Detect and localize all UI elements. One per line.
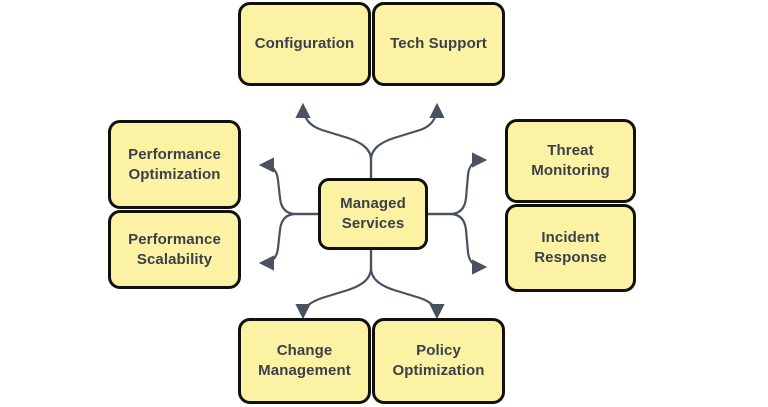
node-incident-response[interactable]: Incident Response xyxy=(505,204,636,292)
node-threat-monitoring[interactable]: Threat Monitoring xyxy=(505,119,636,203)
connector-to-performance-scalability xyxy=(258,212,318,271)
node-label-change-management: Change Management xyxy=(258,342,351,379)
connector-to-configuration xyxy=(295,102,373,178)
connector-to-incident-response xyxy=(428,212,488,275)
node-label-tech-support: Tech Support xyxy=(390,35,487,53)
connector-to-performance-optimization xyxy=(258,157,318,216)
node-configuration[interactable]: Configuration xyxy=(238,2,371,86)
node-label-policy-optimization: Policy Optimization xyxy=(392,342,485,379)
connector-to-tech-support xyxy=(369,102,445,178)
node-performance-optimization[interactable]: Performance Optimization xyxy=(108,120,241,209)
node-policy-optimization[interactable]: Policy Optimization xyxy=(372,318,505,404)
node-label-managed-services: Managed Services xyxy=(340,195,406,232)
node-performance-scalability[interactable]: Performance Scalability xyxy=(108,210,241,289)
node-label-performance-optimization: Performance Optimization xyxy=(128,145,221,183)
node-label-performance-scalability: Performance Scalability xyxy=(128,230,221,268)
node-label-threat-monitoring: Threat Monitoring xyxy=(531,142,610,179)
node-change-management[interactable]: Change Management xyxy=(238,318,371,404)
node-label-incident-response: Incident Response xyxy=(534,229,607,266)
connector-to-policy-optimization xyxy=(369,250,445,320)
node-tech-support[interactable]: Tech Support xyxy=(372,2,505,86)
connector-to-change-management xyxy=(295,250,373,320)
node-managed-services[interactable]: Managed Services xyxy=(318,178,428,250)
node-label-configuration: Configuration xyxy=(254,35,355,53)
connector-to-threat-monitoring xyxy=(428,152,488,216)
